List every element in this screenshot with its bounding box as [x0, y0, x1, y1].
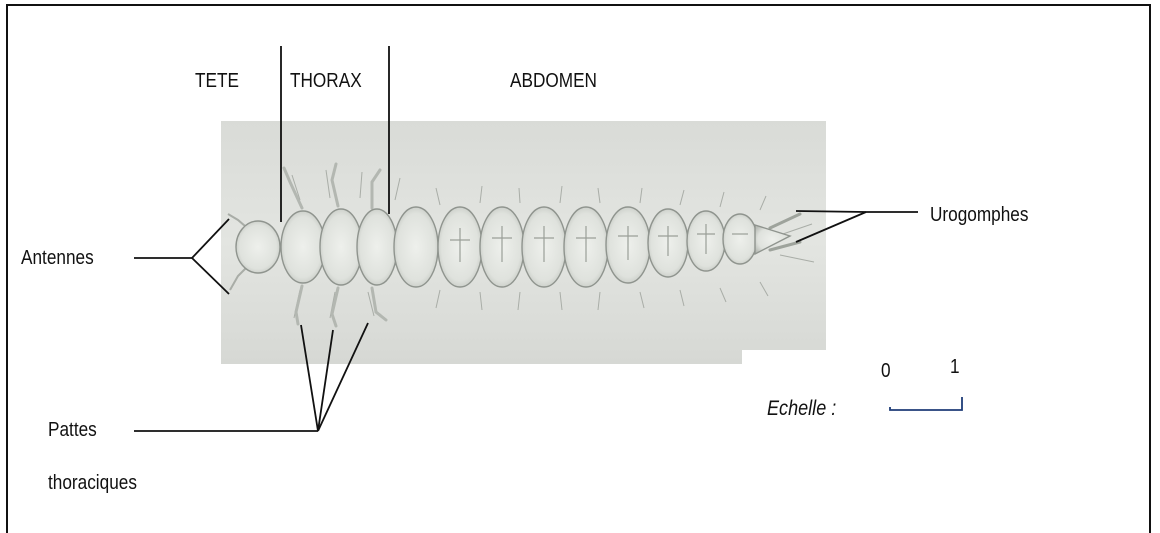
urogomphi-label: Urogomphes: [930, 205, 1028, 225]
thorax-segment: [357, 209, 397, 285]
photo-corner: [742, 350, 826, 364]
scale-tick-start: 0: [881, 361, 891, 381]
scale-bar: [890, 397, 962, 410]
abdomen-region-label: ABDOMEN: [510, 71, 597, 91]
abdomen-segment: [723, 214, 757, 264]
abdomen-segment: [394, 207, 438, 287]
head-region-label: TETE: [195, 71, 239, 91]
thorax-segment: [281, 211, 325, 283]
thorax-region-label: THORAX: [290, 71, 362, 91]
specimen-photo: [221, 121, 826, 364]
legs-label-line2: thoraciques: [48, 473, 137, 493]
scale-tick-end: 1: [950, 357, 960, 377]
legs-label-line1: Pattes: [48, 420, 97, 440]
scale-bar-line: [890, 397, 962, 410]
urogomphi-pointer: [796, 211, 866, 212]
antennae-label: Antennes: [21, 248, 94, 268]
thorax-segment: [320, 209, 362, 285]
head-segment: [236, 221, 280, 273]
scale-label: Echelle :: [767, 398, 836, 419]
